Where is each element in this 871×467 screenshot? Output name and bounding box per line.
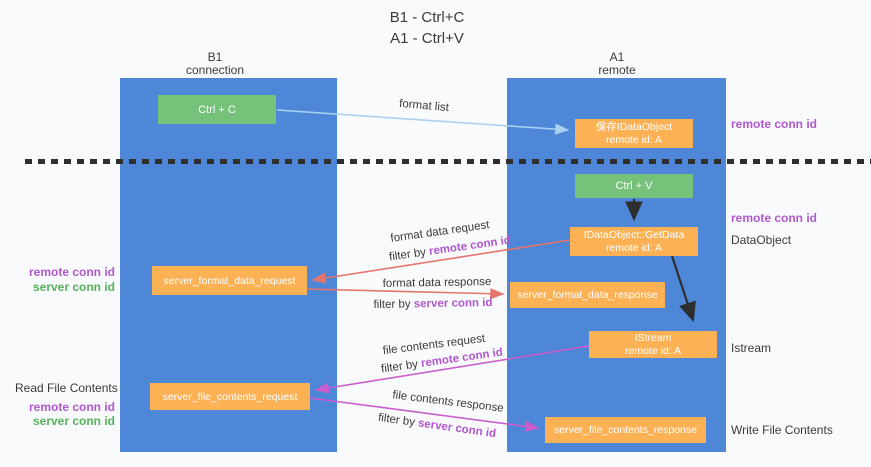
server-format-data-request-box: server_format_data_request xyxy=(152,266,307,295)
getdata-line1: IDataObject::GetData xyxy=(583,228,685,241)
filter-by-text: filter by xyxy=(377,411,419,430)
istream-annotation: Istream xyxy=(731,341,772,355)
server-format-data-response-box: server_format_data_response xyxy=(510,282,665,308)
file-contents-response-label: file contents response xyxy=(391,389,505,415)
title-line-1: B1 - Ctrl+C xyxy=(389,9,465,26)
save-idataobject-line1: 保存IDataObject xyxy=(595,120,673,133)
lifeline-a1-role: remote xyxy=(598,63,636,77)
left-remote-conn-id-annotation-bottom: remote conn id xyxy=(28,400,115,414)
lifeline-header-b1: B1 connection xyxy=(155,51,275,77)
save-idataobject-box: 保存IDataObject remote id: A xyxy=(575,119,693,148)
remote-conn-id-annotation-mid: remote conn id xyxy=(731,211,818,225)
left-server-conn-id-annotation-mid: server conn id xyxy=(32,280,115,294)
server-conn-id-text: server conn id xyxy=(417,417,497,441)
idataobject-getdata-box: IDataObject::GetData remote id: A xyxy=(570,227,698,256)
title-line-2: A1 - Ctrl+V xyxy=(390,30,464,47)
remote-conn-id-text: remote conn id xyxy=(428,234,512,258)
server-conn-id-text: server conn id xyxy=(413,296,493,311)
format-list-label: format list xyxy=(398,97,450,115)
lifeline-header-a1: A1 remote xyxy=(557,51,677,77)
write-file-contents-annotation: Write File Contents xyxy=(731,423,833,437)
istream-line1: IStream xyxy=(634,331,672,344)
dashed-separator xyxy=(25,159,871,164)
lifeline-b1-role: connection xyxy=(185,63,245,77)
filter-by-text: filter by xyxy=(388,245,430,264)
ctrl-c-box: Ctrl + C xyxy=(158,95,276,124)
ctrl-v-box: Ctrl + V xyxy=(575,174,693,198)
lifeline-b1-name: B1 xyxy=(207,50,223,64)
istream-box: IStream remote id: A xyxy=(589,331,717,358)
istream-line2: remote id: A xyxy=(624,344,682,357)
dataobject-annotation: DataObject xyxy=(731,233,792,247)
format-data-response-filter-label: filter by server conn id xyxy=(373,297,492,311)
filter-by-text: filter by xyxy=(373,298,414,312)
left-remote-conn-id-annotation-mid: remote conn id xyxy=(28,265,115,279)
lifeline-a1-name: A1 xyxy=(609,50,625,64)
filter-by-text: filter by xyxy=(380,357,422,376)
format-data-response-label: format data response xyxy=(382,276,492,290)
read-file-contents-annotation: Read File Contents xyxy=(15,381,118,395)
save-idataobject-line2: remote id: A xyxy=(605,133,663,146)
remote-conn-id-annotation-top: remote conn id xyxy=(731,117,818,131)
file-contents-response-filter-label: filter by server conn id xyxy=(377,412,496,440)
getdata-line2: remote id: A xyxy=(605,241,663,254)
left-server-conn-id-annotation-bottom: server conn id xyxy=(32,414,115,428)
diagram-title: B1 - Ctrl+C A1 - Ctrl+V xyxy=(347,7,507,49)
server-file-contents-response-box: server_file_contents_response xyxy=(545,417,706,443)
server-file-contents-request-box: server_file_contents_request xyxy=(150,383,310,410)
